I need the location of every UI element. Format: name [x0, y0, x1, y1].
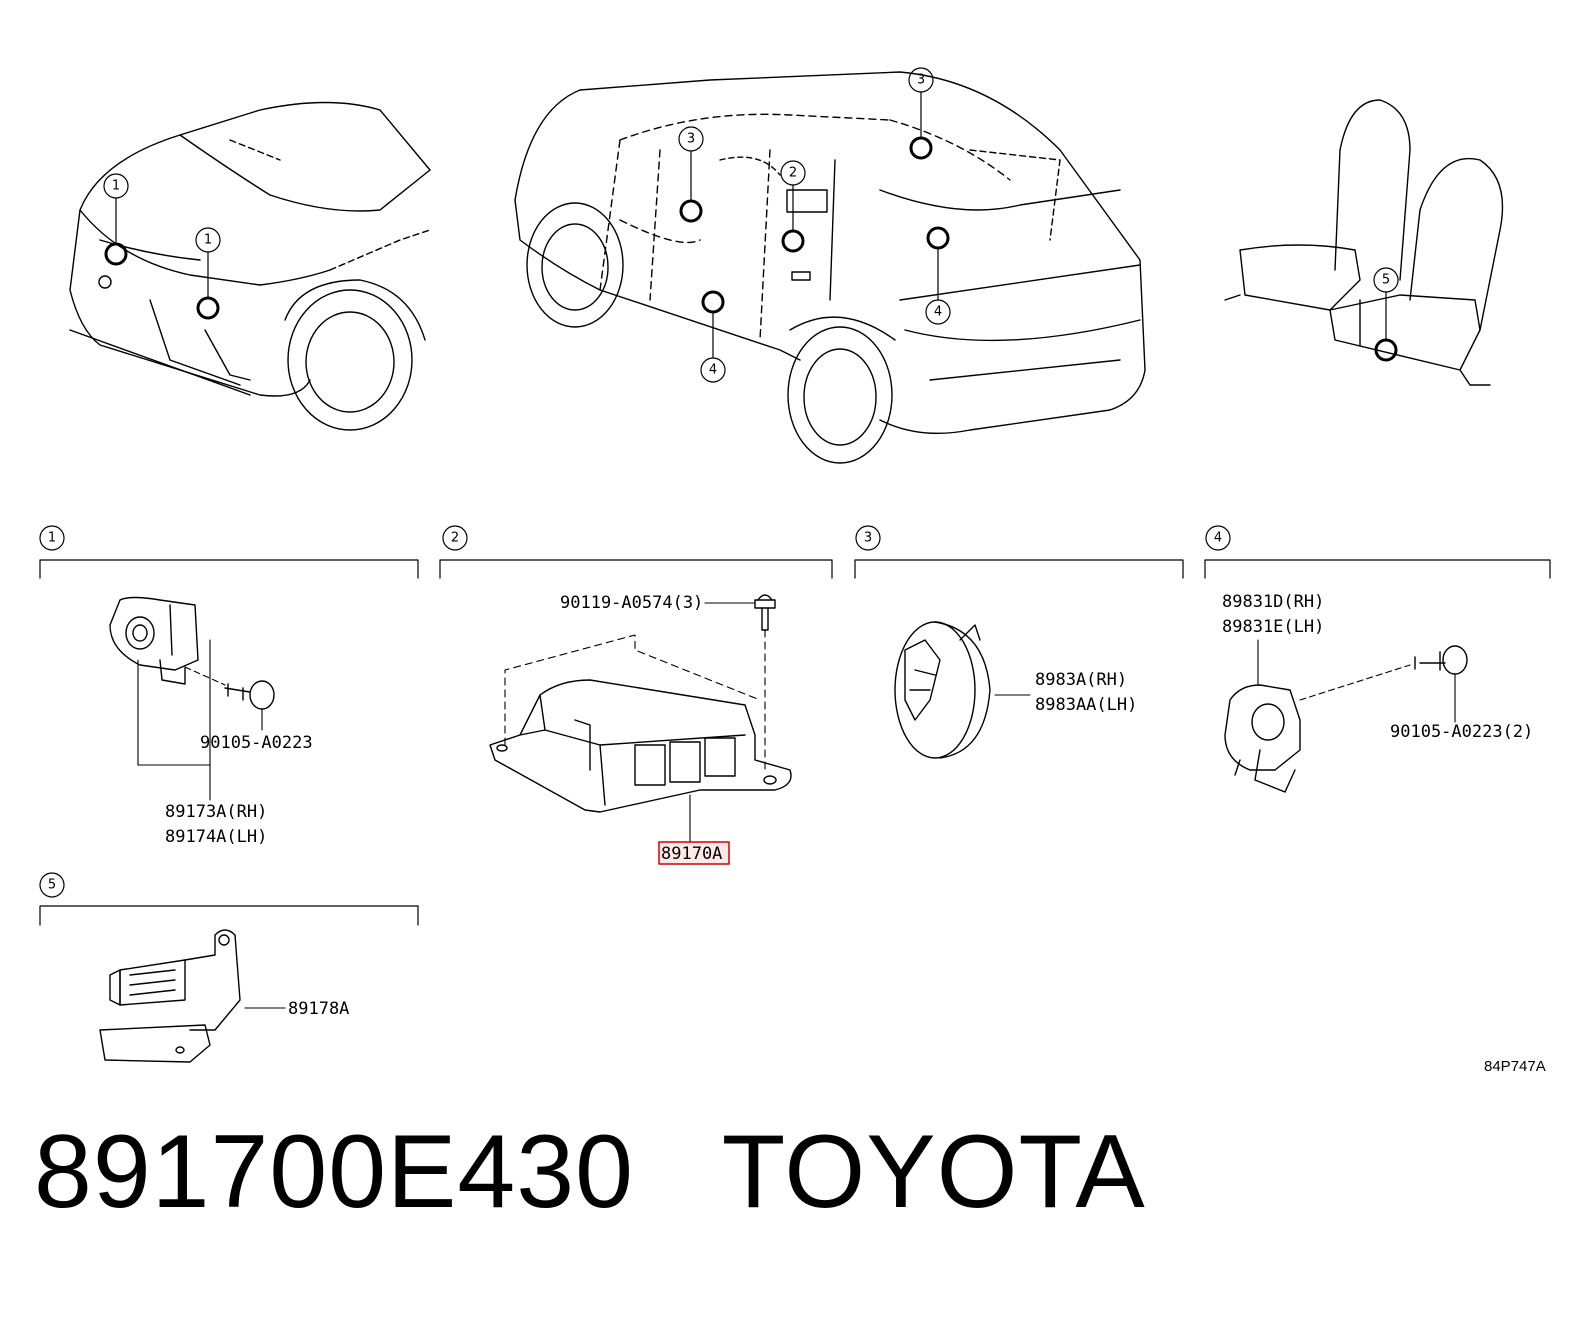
section-3-callout: 3	[864, 531, 872, 546]
marker-3a	[679, 199, 703, 223]
label-8983a: 8983A(RH)	[1035, 670, 1127, 690]
footer-brand: TOYOTA	[721, 1114, 1146, 1230]
airbag-ecu	[489, 679, 792, 813]
marker-1a	[104, 242, 128, 266]
label-89174a: 89174A(LH)	[165, 827, 267, 847]
bolt-90119	[754, 594, 776, 631]
callout-number: 3	[917, 73, 925, 88]
highlight-box	[658, 841, 730, 865]
label-bolt-90105-2: 90105-A0223(2)	[1390, 722, 1533, 742]
seats-view	[1224, 99, 1504, 386]
marker-4a	[926, 226, 950, 250]
callout-circles	[103, 67, 1399, 383]
callout-markers	[104, 136, 1398, 362]
label-8983aa: 8983AA(LH)	[1035, 695, 1137, 715]
callout-number: 3	[687, 132, 695, 147]
side-airbag-sensor	[894, 621, 991, 759]
marker-2	[781, 229, 805, 253]
footer-caption: 891700E430 TOYOTA	[34, 1120, 1146, 1224]
section-2-callout: 2	[451, 531, 459, 546]
label-89173a: 89173A(RH)	[165, 802, 267, 822]
seat-position-sensor	[99, 929, 241, 1063]
callout-number: 5	[1382, 273, 1390, 288]
bolt-90105	[224, 680, 275, 710]
marker-4b	[701, 290, 725, 314]
marker-3b	[909, 136, 933, 160]
figure-reference: 84P747A	[1484, 1058, 1546, 1075]
vehicle-rear-view	[514, 71, 1146, 464]
marker-1b	[196, 296, 220, 320]
front-airbag-sensor	[109, 596, 199, 685]
callout-number: 4	[934, 305, 942, 320]
label-89178a: 89178A	[288, 999, 349, 1019]
vehicle-front-view	[69, 101, 431, 431]
side-impact-sensor	[1224, 684, 1301, 793]
callout-number: 1	[204, 233, 212, 248]
label-89831d: 89831D(RH)	[1222, 592, 1324, 612]
bolt-90105-2	[1414, 645, 1468, 675]
label-89831e: 89831E(LH)	[1222, 617, 1324, 637]
section-4-callout: 4	[1214, 531, 1222, 546]
section-brackets	[39, 559, 1551, 926]
callout-leaders	[115, 91, 1387, 359]
callout-number: 1	[112, 179, 120, 194]
section-5-callout: 5	[48, 878, 56, 893]
label-bolt-90105: 90105-A0223	[200, 733, 313, 753]
section-1-callout: 1	[48, 531, 56, 546]
callout-number: 2	[789, 166, 797, 181]
label-89170a: 89170A	[661, 844, 722, 864]
callout-number: 4	[709, 363, 717, 378]
label-bolt-90119: 90119-A0574(3)	[560, 593, 703, 613]
footer-part-number: 891700E430	[34, 1114, 634, 1230]
